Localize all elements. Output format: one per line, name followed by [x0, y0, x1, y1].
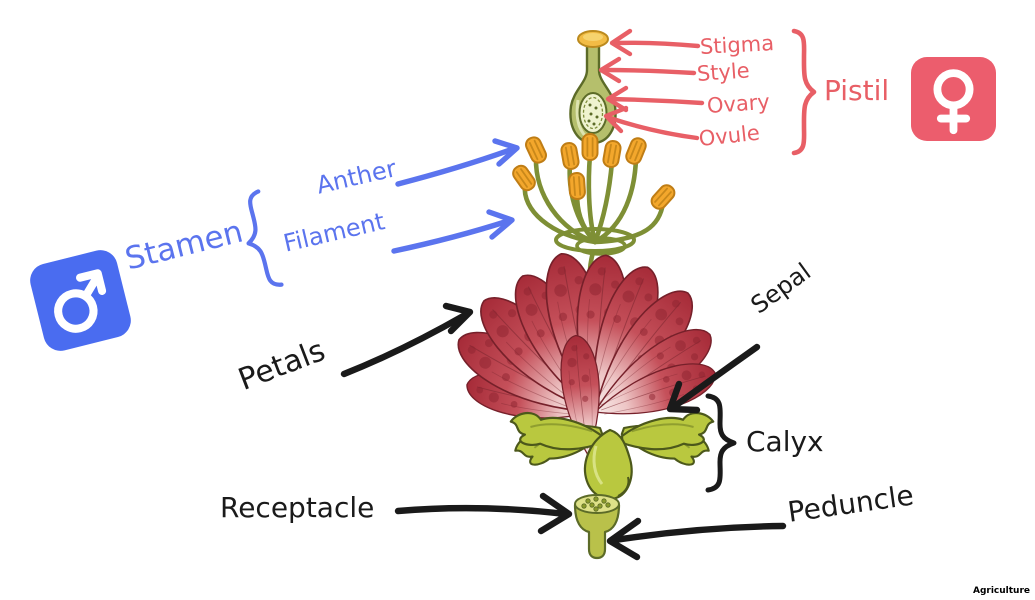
black-arrows	[340, 302, 787, 561]
ovary-label: Ovary	[706, 89, 771, 118]
stamen-illustration	[509, 133, 679, 275]
calyx-label: Calyx	[746, 425, 824, 458]
stigma-label: Stigma	[699, 31, 775, 59]
calyx-illustration	[508, 410, 716, 501]
pistil-brace	[791, 28, 817, 156]
female-symbol	[933, 69, 974, 135]
style-label: Style	[696, 58, 751, 86]
pistil-arrows	[598, 28, 817, 156]
receptacle-illustration	[573, 494, 621, 560]
receptacle-label: Receptacle	[220, 491, 375, 524]
receptacle-dots	[581, 496, 611, 512]
calyx-brace	[705, 393, 737, 493]
male-symbol	[54, 269, 107, 333]
pistil-illustration	[569, 30, 617, 145]
ovule-dots	[587, 103, 599, 126]
pistil-label: Pistil	[824, 74, 890, 107]
watermark-text: Agriculture	[972, 586, 1030, 596]
stamen-brace	[246, 189, 284, 287]
stamen-arrows	[246, 138, 520, 287]
female-icon	[911, 57, 996, 141]
male-icon	[26, 246, 135, 355]
